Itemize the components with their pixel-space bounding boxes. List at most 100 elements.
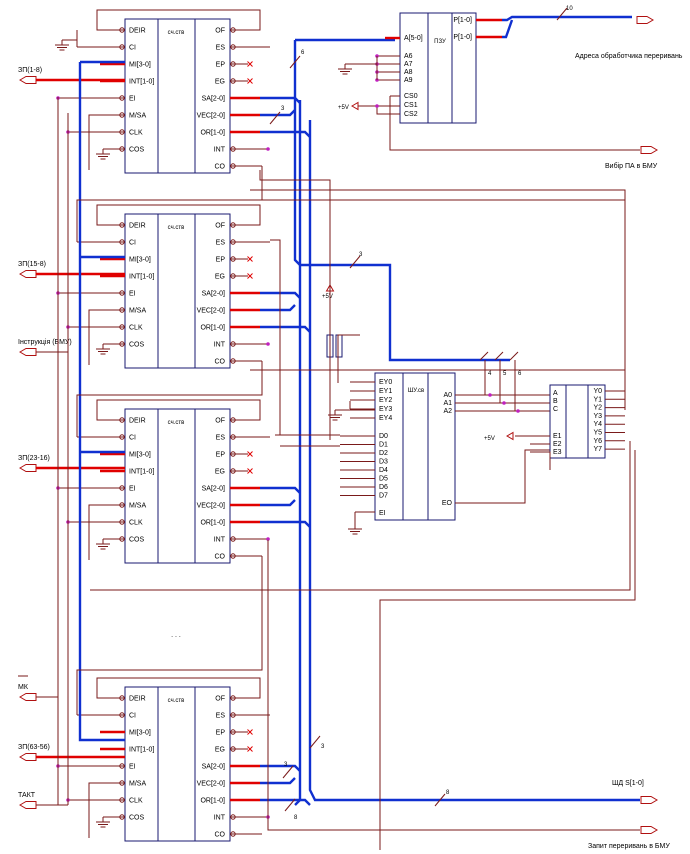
inversion-bubble bbox=[230, 273, 236, 279]
y7-wire bbox=[379, 450, 636, 850]
bus-width-label: 8 bbox=[446, 790, 450, 796]
pin-label: ES bbox=[216, 713, 226, 720]
pin-label: EP bbox=[216, 257, 226, 264]
bus-width-label: 3 bbox=[359, 252, 363, 258]
ground-icon bbox=[96, 539, 110, 550]
msa-wire bbox=[88, 782, 117, 838]
chip-body bbox=[399, 12, 477, 124]
or-bus bbox=[260, 325, 311, 333]
pin-label: D1 bbox=[379, 442, 388, 449]
inversion-bubble bbox=[119, 814, 125, 820]
vec-bus bbox=[260, 499, 296, 507]
pin-label: CS1 bbox=[404, 102, 418, 109]
pin-label: ES bbox=[216, 435, 226, 442]
tap-label: 6 bbox=[518, 371, 522, 377]
supply-label: +5V bbox=[322, 294, 333, 300]
shd-port-icon bbox=[640, 796, 658, 804]
pin-label: C bbox=[553, 406, 558, 413]
vybir-label: Вибір ПА в БМУ bbox=[605, 162, 658, 170]
ground-icon bbox=[96, 817, 110, 828]
decoder-chip bbox=[549, 384, 606, 459]
pin-label: MI[3-0] bbox=[129, 62, 151, 69]
no-connect-icon bbox=[247, 78, 253, 84]
inversion-bubble bbox=[119, 290, 125, 296]
bus-width-label: 3 bbox=[281, 106, 285, 112]
instruction-label: Інструкція (БМУ) bbox=[18, 338, 72, 346]
pin-label: P[1-0] bbox=[453, 34, 472, 41]
pin-label: CLK bbox=[129, 130, 143, 137]
pin-label: ES bbox=[216, 240, 226, 247]
chip-title: сч.ств bbox=[168, 225, 185, 231]
inversion-bubble bbox=[230, 553, 236, 559]
inversion-bubble bbox=[230, 695, 236, 701]
bus-width-tick bbox=[349, 255, 361, 269]
pin-label: OR[1-0] bbox=[200, 798, 225, 805]
pin-label: Y7 bbox=[593, 446, 602, 453]
pin-label: Y6 bbox=[593, 438, 602, 445]
bus-width-tick bbox=[282, 765, 294, 779]
inversion-bubble bbox=[230, 44, 236, 50]
pin-label: SA[2-0] bbox=[202, 96, 225, 103]
vec-bus bbox=[260, 304, 296, 312]
zp-23-16-label: ЗП(23-16) bbox=[18, 455, 50, 462]
inversion-bubble bbox=[230, 27, 236, 33]
junction-dot bbox=[502, 401, 506, 405]
msa-wire bbox=[88, 309, 117, 365]
inversion-bubble bbox=[230, 451, 236, 457]
bus-width-label: 10 bbox=[566, 6, 573, 12]
pin-label: INT[1-0] bbox=[129, 79, 154, 86]
cascade-wire bbox=[76, 361, 263, 437]
zapyt-port-icon bbox=[640, 826, 658, 834]
chip-body bbox=[124, 18, 231, 174]
chip-title: сч.ств bbox=[168, 30, 185, 36]
no-connect-icon bbox=[247, 256, 253, 262]
pin-label: MI[3-0] bbox=[129, 452, 151, 459]
ground-icon bbox=[96, 344, 110, 355]
int-wire bbox=[267, 540, 640, 831]
cascade-wire bbox=[76, 556, 263, 715]
inversion-bubble bbox=[230, 746, 236, 752]
pin-label: A2 bbox=[443, 408, 452, 415]
inversion-bubble bbox=[119, 763, 125, 769]
no-connect-stroke bbox=[247, 468, 253, 474]
inversion-bubble bbox=[119, 695, 125, 701]
inversion-bubble bbox=[230, 814, 236, 820]
no-connect-icon bbox=[247, 451, 253, 457]
zp-15-8-port-icon bbox=[19, 270, 37, 278]
pin-label: OR[1-0] bbox=[200, 325, 225, 332]
counter-chip-4: сч.ствDEIRCIMI[3-0]INT[1-0]EIM/SACLKCOSO… bbox=[58, 677, 270, 842]
cascade-wire bbox=[76, 166, 263, 242]
pin-label: VEC[2-0] bbox=[197, 781, 225, 788]
no-connect-stroke bbox=[247, 451, 253, 457]
inversion-bubble bbox=[119, 519, 125, 525]
pin-label: INT bbox=[214, 537, 226, 544]
pin-label: D6 bbox=[379, 484, 388, 491]
inversion-bubble bbox=[119, 307, 125, 313]
pin-label: CI bbox=[129, 435, 136, 442]
ey0-wire bbox=[337, 334, 360, 383]
chip-body bbox=[549, 384, 606, 459]
inversion-bubble bbox=[119, 27, 125, 33]
mi-bus bbox=[78, 62, 125, 742]
no-connect-icon bbox=[247, 746, 253, 752]
pin-label: DEIR bbox=[129, 696, 146, 703]
pin-label: EY4 bbox=[379, 415, 392, 422]
no-connect-stroke bbox=[247, 256, 253, 262]
no-connect-stroke bbox=[247, 78, 253, 84]
pin-label: CO bbox=[215, 554, 226, 561]
rom-chip bbox=[399, 12, 477, 124]
pin-label: EP bbox=[216, 730, 226, 737]
pin-label: OF bbox=[215, 418, 225, 425]
inversion-bubble bbox=[119, 485, 125, 491]
pin-label: CS2 bbox=[404, 111, 418, 118]
chip-body bbox=[124, 686, 231, 842]
pin-label: D5 bbox=[379, 476, 388, 483]
takt-port-icon bbox=[19, 801, 37, 809]
pin-label: E3 bbox=[553, 449, 562, 456]
inversion-bubble bbox=[119, 434, 125, 440]
pin-label: Y3 bbox=[593, 413, 602, 420]
inversion-bubble bbox=[230, 536, 236, 542]
rom-trunk bbox=[293, 40, 510, 362]
pin-label: A8 bbox=[404, 69, 413, 76]
